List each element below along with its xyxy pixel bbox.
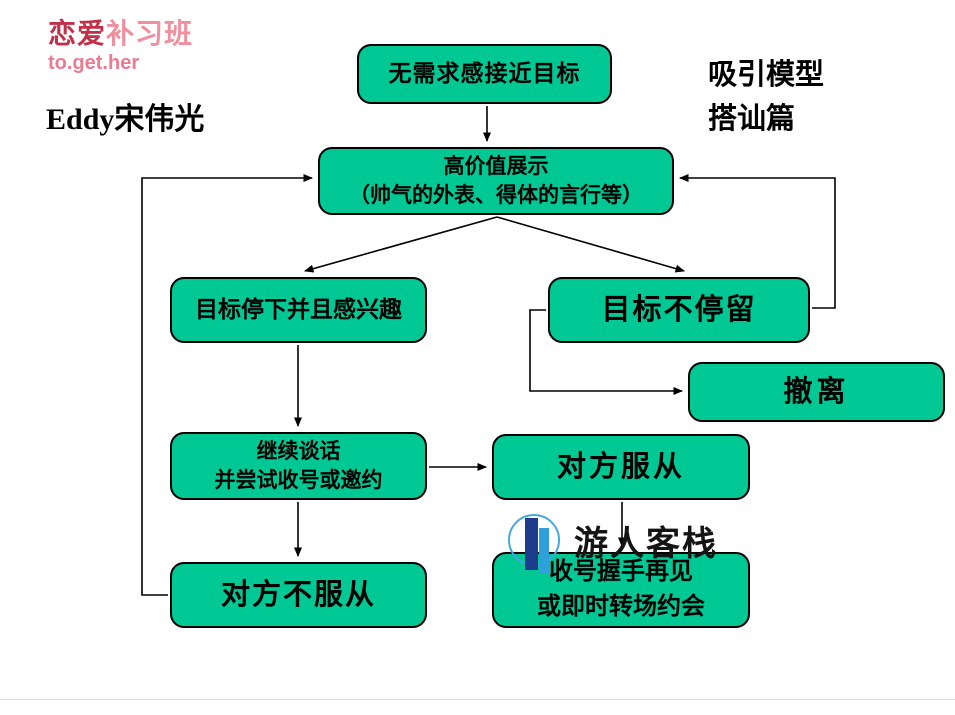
node-approach-target: 无需求感接近目标: [357, 44, 612, 104]
node-target-not-stopping: 目标不停留: [548, 277, 810, 343]
connector-notcomply-to-display-loop: [141, 174, 313, 596]
node-target-not-stopping-label: 目标不停留: [601, 293, 757, 326]
connector-display-to-notstop: [496, 216, 685, 273]
watermark-bar-light-icon: [539, 528, 549, 574]
connector-notstop-to-display-loop: [679, 174, 836, 309]
watermark-bar-dark-icon: [525, 518, 538, 570]
brand-logo-text: 恋爱补习班: [48, 12, 193, 52]
node-partner-complies: 对方服从: [492, 434, 750, 500]
node-continue-conversation: 继续谈话 并尝试收号或邀约: [170, 432, 427, 500]
watermark-buildings-icon: [508, 512, 564, 574]
bottom-divider: [0, 699, 955, 700]
author-name: Eddy宋伟光: [46, 103, 205, 136]
brand-logo-part2: 补习班: [106, 18, 194, 49]
page-title-line1: 吸引模型: [708, 59, 825, 91]
node-high-value-display: 高价值展示 （帅气的外表、得体的言行等）: [318, 147, 674, 215]
page-title-line2: 搭讪篇: [708, 102, 796, 135]
page-title: 吸引模型 搭讪篇: [708, 54, 824, 141]
node-retreat: 撤离: [688, 362, 945, 422]
connector-notstop-to-retreat: [529, 309, 683, 395]
watermark: 游人客栈: [508, 512, 718, 574]
node-partner-not-comply-label: 对方不服从: [220, 578, 376, 611]
node-partner-complies-label: 对方服从: [556, 450, 685, 483]
node-approach-target-label: 无需求感接近目标: [388, 60, 581, 86]
node-target-stops-interested-label: 目标停下并且感兴趣: [195, 296, 402, 322]
node-target-stops-interested: 目标停下并且感兴趣: [170, 277, 427, 343]
watermark-text: 游人客栈: [574, 526, 718, 563]
node-high-value-display-line1: 高价值展示: [443, 153, 549, 178]
node-high-value-display-line2: （帅气的外表、得体的言行等）: [349, 183, 643, 207]
node-continue-conversation-line1: 继续谈话: [256, 438, 341, 463]
node-get-number-or-date-line2: 或即时转场约会: [537, 594, 705, 620]
node-retreat-label: 撤离: [783, 375, 850, 408]
brand-logo-subtext: to.get.her: [48, 52, 140, 74]
node-get-number-or-date-line1: 收号握手再见: [549, 559, 693, 586]
node-continue-conversation-line2: 并尝试收号或邀约: [214, 468, 383, 492]
connector-display-to-stops: [304, 216, 498, 273]
brand-logo: 恋爱补习班 to.get.her: [48, 12, 193, 75]
node-partner-not-comply: 对方不服从: [170, 562, 427, 628]
brand-logo-part1: 恋爱: [48, 18, 107, 49]
